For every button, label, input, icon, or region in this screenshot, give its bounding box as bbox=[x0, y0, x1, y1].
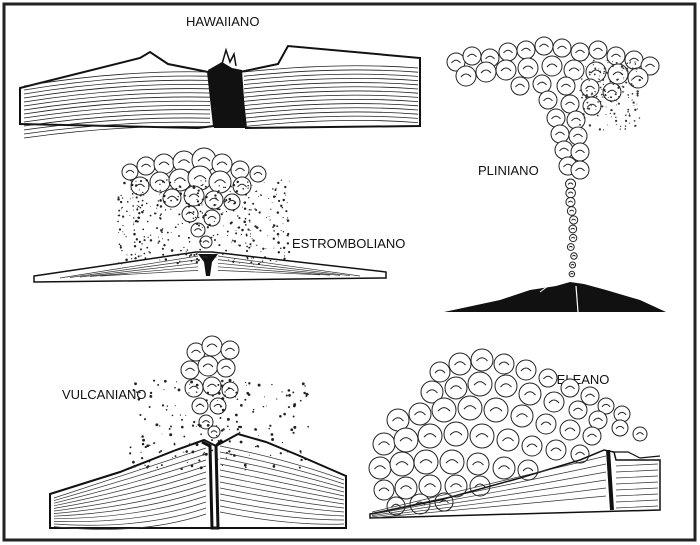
vulcanian-ash-cloud bbox=[180, 335, 240, 439]
vulcanian-vent bbox=[201, 438, 224, 530]
pelean-volcano bbox=[369, 449, 661, 519]
strombolian-ash-cloud bbox=[121, 147, 267, 249]
hawaiian-panel: HAWAIIANO bbox=[19, 14, 421, 139]
strombolian-panel: ESTROMBOLIANO bbox=[33, 147, 405, 283]
strombolian-volcano bbox=[33, 251, 387, 283]
strombolian-label: ESTROMBOLIANO bbox=[292, 236, 405, 251]
plinian-panel: PLINIANO bbox=[444, 36, 666, 313]
strombolian-vent bbox=[198, 254, 218, 276]
plinian-label: PLINIANO bbox=[478, 163, 539, 178]
plinian-eruption-column bbox=[446, 36, 660, 278]
strombolian-ejecta bbox=[117, 179, 291, 266]
vulcanian-label: VULCANIANO bbox=[62, 387, 147, 402]
hawaiian-volcano bbox=[19, 44, 421, 139]
pelean-panel: PELEANO bbox=[368, 348, 661, 519]
vulcanian-volcano bbox=[49, 432, 347, 530]
hawaiian-vent bbox=[208, 62, 246, 128]
hawaiian-label: HAWAIIANO bbox=[186, 14, 259, 29]
pelean-vent bbox=[606, 449, 614, 511]
vulcanian-ejecta bbox=[129, 378, 310, 471]
hawaiian-strata bbox=[23, 65, 419, 139]
plinian-volcano bbox=[444, 282, 666, 312]
vulcanian-panel: VULCANIANO bbox=[49, 335, 347, 530]
plinian-ash-fall bbox=[579, 59, 641, 131]
pelean-pyroclastic-flow bbox=[368, 348, 648, 516]
